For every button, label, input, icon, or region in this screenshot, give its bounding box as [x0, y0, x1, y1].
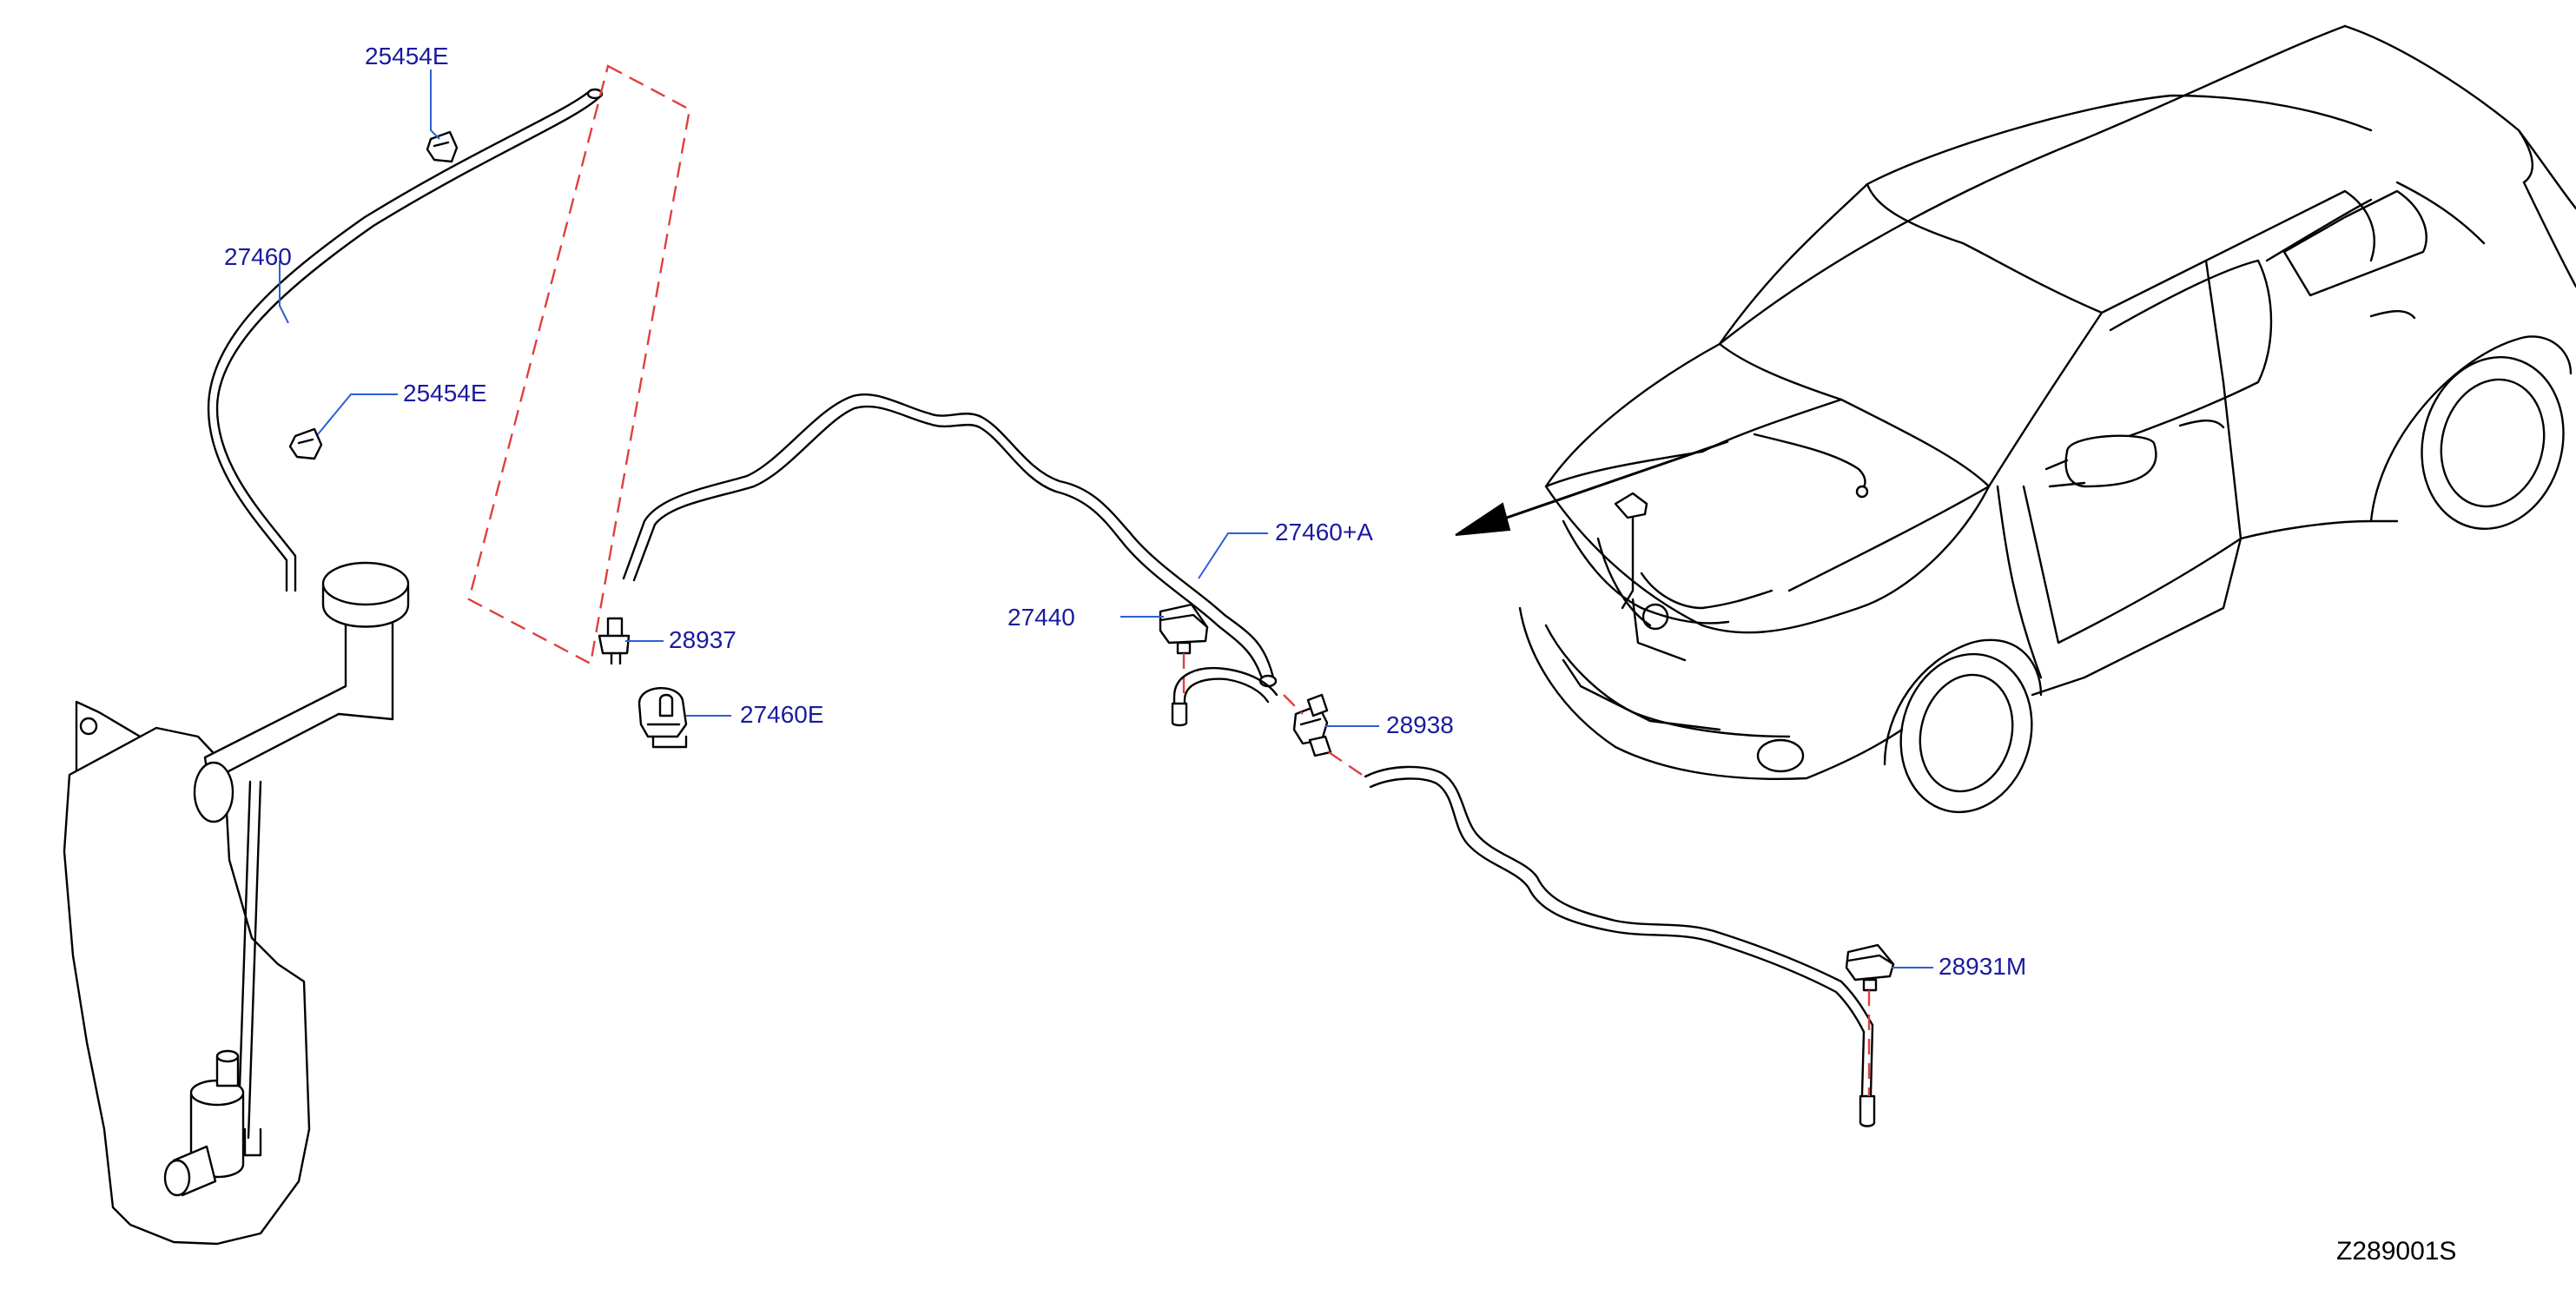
clip-25454e-mid — [288, 427, 323, 460]
filler-cap-top — [321, 561, 410, 606]
hose-lower — [1364, 765, 1876, 1127]
nozzle-27440 — [1159, 603, 1209, 655]
hose-end-top — [586, 88, 604, 100]
filler-neck — [203, 606, 394, 783]
callout-connector-left: 28937 — [669, 626, 736, 653]
connector-28937 — [598, 617, 631, 665]
pump-outlet-end — [163, 1159, 191, 1197]
level-tube — [236, 780, 262, 1140]
leader-25454e-mid — [317, 393, 398, 435]
callout-nozzle: 27440 — [1007, 604, 1075, 631]
callout-connector-right: 28938 — [1386, 711, 1454, 738]
leader-27460 — [279, 261, 289, 324]
callout-clip-mid: 25454E — [403, 380, 487, 407]
nozzle-28931m — [1845, 943, 1895, 992]
leader-27460-a — [1198, 532, 1268, 579]
washer-tank — [63, 561, 410, 1246]
pump-bracket — [243, 1127, 262, 1157]
short-hose — [1171, 667, 1278, 727]
clip-27460e — [637, 687, 688, 749]
neck-joint — [193, 761, 234, 823]
vehicle-illustration — [1518, 24, 2576, 814]
callout-clip-top: 25454E — [365, 43, 449, 69]
clip-25454e-top — [426, 130, 459, 163]
callout-nozzle-m: 28931M — [1939, 953, 2026, 980]
callout-clip-e: 27460E — [740, 701, 824, 728]
location-arrow — [1455, 440, 1729, 536]
callout-hose-a: 27460+A — [1275, 519, 1373, 545]
pump-nipple-top — [215, 1049, 240, 1063]
leader-25454e-top — [430, 69, 440, 140]
bracket-hole — [79, 717, 98, 736]
connector-28938 — [1292, 693, 1332, 757]
connector-dash-a — [1283, 694, 1304, 715]
callout-hose-main: 27460 — [224, 243, 292, 270]
hose-27460 — [207, 88, 604, 592]
callout-labels: 25454E 27460 25454E 27460+A 28937 27440 … — [224, 43, 2456, 1266]
diagram-code: Z289001S — [2336, 1237, 2456, 1266]
dashed-connection-outline — [467, 64, 691, 665]
connector-dash-b — [1328, 751, 1368, 779]
car-emblem — [1641, 603, 1669, 631]
leader-lines — [279, 69, 1933, 968]
